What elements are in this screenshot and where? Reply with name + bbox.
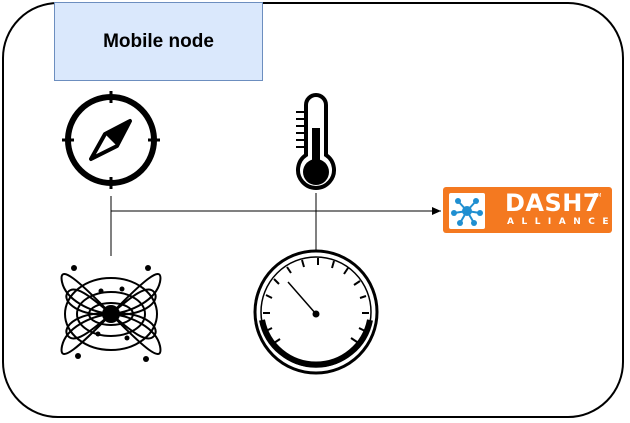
pressure-gauge-icon bbox=[253, 249, 379, 375]
alliance-wordmark: ALLIANCE bbox=[507, 217, 617, 227]
mobile-node-container bbox=[2, 2, 624, 418]
dash7-alliance-logo: DASH7 ALLIANCE TM bbox=[443, 187, 612, 233]
mobile-node-title: Mobile node bbox=[54, 2, 263, 81]
mobile-node-title-text: Mobile node bbox=[103, 30, 214, 52]
thermometer-icon bbox=[296, 93, 336, 190]
network-node-icon bbox=[449, 193, 485, 229]
trademark-mark: TM bbox=[594, 193, 602, 199]
dash7-wordmark: DASH7 bbox=[505, 189, 601, 217]
magnetic-field-icon bbox=[60, 265, 162, 362]
connectors bbox=[110, 193, 441, 256]
compass-icon bbox=[62, 91, 160, 189]
